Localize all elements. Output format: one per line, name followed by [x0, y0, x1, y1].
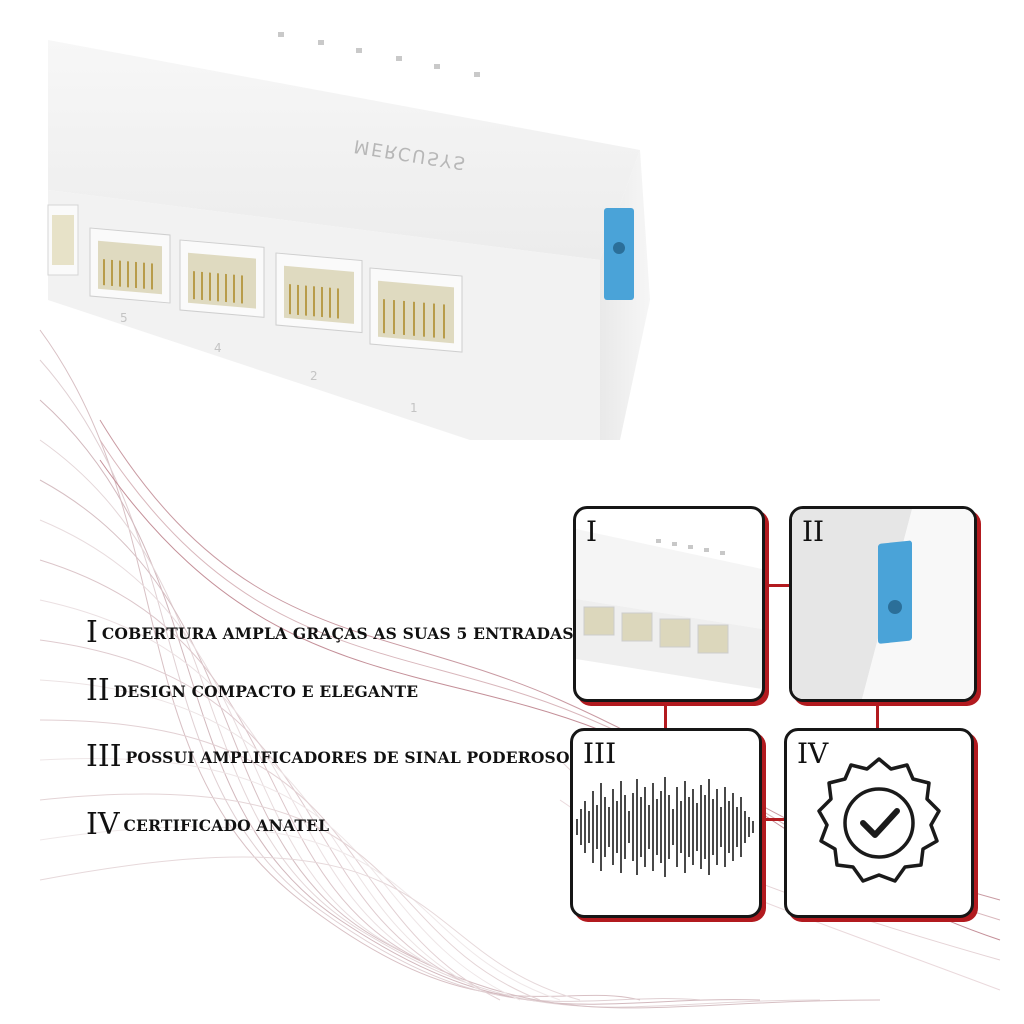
feature-item-2: II DESIGN COMPACTO E ELEGANTE [86, 676, 418, 706]
panel-signal: III [570, 728, 762, 918]
port-label-5: 5 [120, 311, 128, 325]
feature-item-1: I COBERTURA AMPLA GRAÇAS AS SUAS 5 ENTRA… [86, 618, 574, 648]
sound-wave-icon [576, 777, 754, 877]
feature-text: COBERTURA AMPLA GRAÇAS AS SUAS 5 ENTRADA… [101, 623, 574, 643]
panel-connector-h-top [759, 584, 791, 587]
feature-numeral: II [86, 673, 110, 708]
feature-numeral: III [86, 739, 122, 774]
power-port-closeup-icon [792, 509, 974, 699]
port-label-2: 2 [310, 369, 318, 383]
feature-item-3: III POSSUI AMPLIFICADORES DE SINAL PODER… [86, 742, 581, 772]
feature-numeral: I [86, 615, 98, 650]
feature-numeral: IV [86, 807, 120, 842]
switch-ports-closeup-icon [576, 529, 762, 689]
port-label-1: 1 [410, 401, 418, 415]
port-label-4: 4 [214, 341, 222, 355]
panel-connector-v-right [876, 698, 879, 730]
certified-badge-icon [817, 757, 941, 883]
panel-certified: IV [784, 728, 974, 918]
network-switch-image: MERCUSYS [47, 32, 650, 440]
panel-connector-v-left [664, 698, 667, 730]
panel-numeral: IV [797, 737, 829, 770]
feature-text: DESIGN COMPACTO E ELEGANTE [113, 681, 419, 701]
panel-numeral: II [802, 515, 825, 548]
panel-numeral: I [586, 515, 598, 548]
panel-connector-h-bottom [756, 818, 786, 821]
feature-item-4: IV CERTIFICADO ANATEL [86, 810, 329, 840]
ethernet-ports [47, 204, 463, 353]
panel-compact-design: II [789, 506, 977, 702]
panel-ports: I [573, 506, 765, 702]
feature-text: CERTIFICADO ANATEL [123, 815, 330, 835]
panel-numeral: III [583, 737, 617, 770]
feature-text: POSSUI AMPLIFICADORES DE SINAL PODEROSOS [125, 747, 582, 767]
